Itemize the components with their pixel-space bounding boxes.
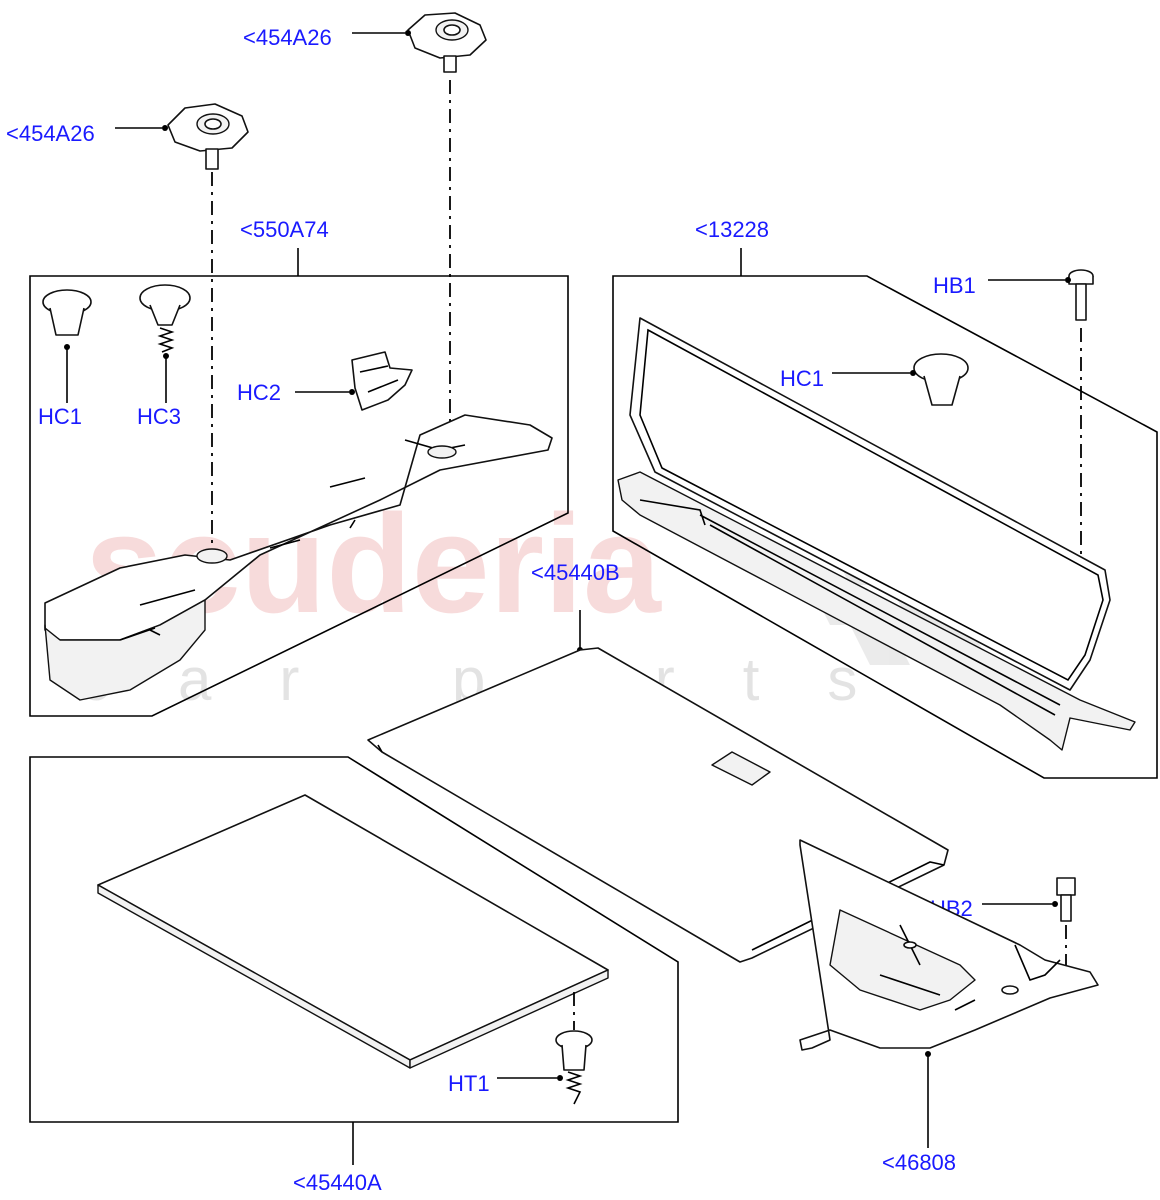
label-hb1[interactable]: HB1 [933,273,976,298]
bolt-hb1[interactable] [1065,269,1094,321]
label-550a74[interactable]: <550A74 [240,217,329,242]
parcel-shelf-45440a[interactable] [97,794,609,1069]
label-454a26-lower[interactable]: <454A26 [6,121,95,146]
label-46808[interactable]: <46808 [882,1150,956,1175]
bracket-46808[interactable] [799,839,1099,1057]
clip-upper[interactable] [405,12,487,73]
box-45440a [29,756,679,1123]
partition-13228[interactable] [617,317,1136,751]
push-pin-hc1-left[interactable] [42,289,92,350]
trim-panel-550a74[interactable] [44,414,553,701]
trim-screw-ht1[interactable] [555,1030,593,1105]
label-ht1[interactable]: HT1 [448,1071,490,1096]
box-13228 [612,275,1158,779]
label-45440a[interactable]: <45440A [293,1170,382,1195]
label-454a26-upper[interactable]: <454A26 [243,25,332,50]
screw-clip-hc3[interactable] [139,284,191,359]
label-hc1-right[interactable]: HC1 [780,366,824,391]
label-hc1-left[interactable]: HC1 [38,404,82,429]
push-pin-hc1-right[interactable] [910,353,969,406]
label-hc2[interactable]: HC2 [237,380,281,405]
box-550a74 [29,275,569,717]
label-13228[interactable]: <13228 [695,217,769,242]
clip-lower[interactable] [162,103,249,170]
bolt-hb2[interactable] [1052,877,1076,922]
label-45440b[interactable]: <45440B [531,560,620,585]
clip-hc2[interactable] [349,351,413,411]
label-hc3[interactable]: HC3 [137,404,181,429]
